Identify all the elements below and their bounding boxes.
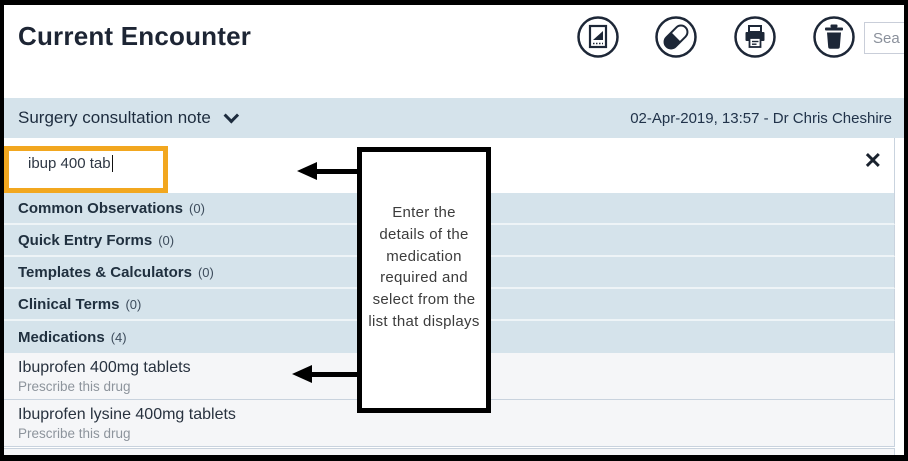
text-cursor <box>111 155 113 172</box>
medication-action: Prescribe this drug <box>18 426 131 441</box>
medication-action: Prescribe this drug <box>18 379 131 394</box>
note-title: Surgery consultation note <box>18 108 211 127</box>
clear-search-icon[interactable]: ✕ <box>863 148 882 173</box>
note-bar[interactable]: Surgery consultation note 02-Apr-2019, 1… <box>4 98 904 138</box>
medication-results: Ibuprofen 400mg tablets Prescribe this d… <box>4 353 895 447</box>
section-label: Clinical Terms <box>18 295 120 313</box>
note-meta: 02-Apr-2019, 13:57 - Dr Chris Cheshire <box>630 109 892 127</box>
header: Current Encounter <box>4 5 904 98</box>
callout-box: Enter the details of the medication requ… <box>357 147 491 413</box>
partial-row <box>4 448 895 455</box>
section-count: (0) <box>197 264 214 280</box>
medication-search-value: ibup 400 tab <box>28 155 111 172</box>
app-window: Current Encounter <box>4 5 904 455</box>
section-label: Medications <box>18 328 105 346</box>
section-count: (0) <box>189 200 205 216</box>
section-label: Common Observations <box>18 199 184 217</box>
section-label: Quick Entry Forms <box>18 231 153 249</box>
section-count: (4) <box>110 329 127 345</box>
chevron-down-icon[interactable] <box>223 107 239 123</box>
chart-icon[interactable] <box>576 15 620 59</box>
section-count: (0) <box>125 296 142 312</box>
global-search-input[interactable] <box>864 22 904 54</box>
page-title: Current Encounter <box>18 21 252 51</box>
section-count: (0) <box>158 232 175 248</box>
medication-title: Ibuprofen lysine 400mg tablets <box>18 406 236 423</box>
delete-icon[interactable] <box>812 15 856 59</box>
callout-text: Enter the details of the medication requ… <box>368 204 480 330</box>
medication-result-ibuprofen-lysine-400[interactable]: Ibuprofen lysine 400mg tablets Prescribe… <box>4 400 895 447</box>
medication-icon[interactable] <box>654 15 698 59</box>
section-label: Templates & Calculators <box>18 263 192 281</box>
medication-title: Ibuprofen 400mg tablets <box>18 359 191 376</box>
print-icon[interactable] <box>733 15 777 59</box>
